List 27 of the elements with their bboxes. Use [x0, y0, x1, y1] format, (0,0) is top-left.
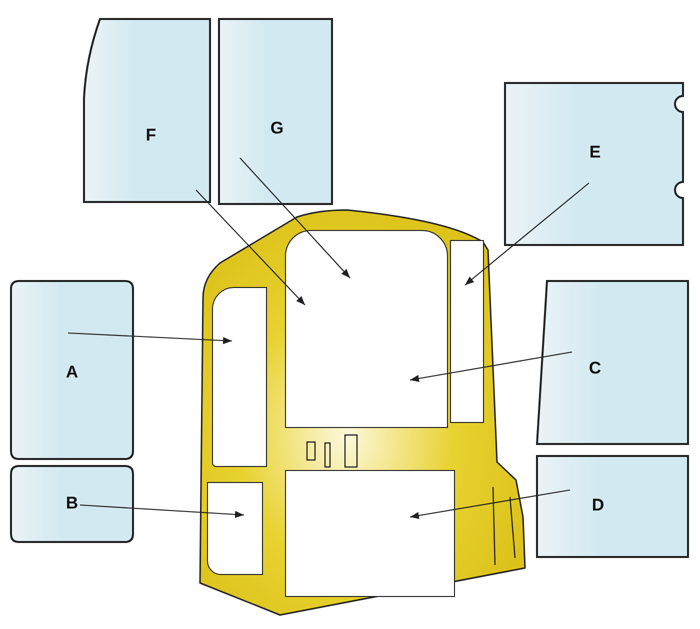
leader-arrow: [196, 190, 306, 306]
glass-panel: [536, 280, 689, 445]
glass-panel: [504, 82, 684, 246]
leader-arrow: [240, 158, 350, 278]
window-opening: [285, 470, 455, 597]
glass-panel: [536, 455, 689, 558]
panel-letter: C: [588, 357, 602, 380]
panel-letter: B: [66, 492, 78, 514]
panel-letter: G: [270, 117, 284, 140]
leader-arrow: [410, 351, 572, 382]
panel-letter: D: [592, 494, 604, 516]
window-opening: [285, 230, 448, 428]
window-opening: [450, 240, 484, 423]
leader-arrow: [410, 489, 570, 520]
glass-panel: [83, 18, 211, 203]
panel-letter: E: [589, 141, 601, 164]
leader-arrow: [68, 332, 232, 344]
window-opening: [212, 287, 267, 467]
glass-panel: [10, 465, 134, 543]
cab-frame-drawing: [198, 208, 528, 618]
panel-letter: F: [146, 124, 156, 146]
panel-letter: A: [66, 361, 78, 384]
glass-panel: [218, 18, 333, 205]
glass-panel: [10, 280, 134, 460]
leader-arrow: [464, 182, 590, 286]
leader-arrow: [80, 504, 244, 518]
window-opening: [207, 482, 263, 575]
